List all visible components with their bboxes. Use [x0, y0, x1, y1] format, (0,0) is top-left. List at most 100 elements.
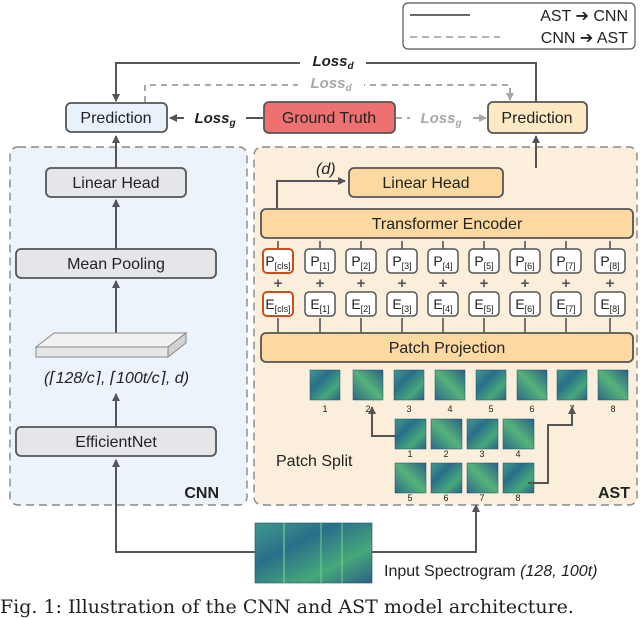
patch-split-arrow-right	[528, 406, 576, 484]
plus-sign: +	[274, 275, 283, 292]
split-patch-number: 3	[479, 449, 484, 459]
spectrogram-patch	[476, 370, 506, 400]
e-token-label: E[4]	[433, 296, 452, 314]
p-token-box	[509, 248, 541, 274]
spectrogram-patch	[467, 463, 498, 493]
input-spectrogram-label: Input Spectrogram (128, 100t)	[384, 563, 597, 580]
spectrogram-patch-border	[516, 369, 548, 401]
patch-projection-box	[260, 332, 634, 363]
plus-sign: +	[606, 275, 615, 292]
p-token-box	[550, 248, 582, 274]
spectrogram-patch	[431, 463, 462, 493]
e-token-label: E[2]	[351, 296, 370, 314]
spectrogram-patch-border	[430, 418, 463, 450]
spectrogram-patch-border	[393, 369, 425, 401]
spectrogram-patch	[431, 419, 462, 449]
e-token-box	[345, 291, 377, 317]
patch-number: 8	[610, 404, 615, 414]
plus-sign: +	[562, 275, 571, 292]
spectrogram-patch	[395, 463, 426, 493]
transformer-encoder-label: Transformer Encoder	[372, 216, 523, 233]
spectrogram-patch-border	[309, 369, 341, 401]
p-token-box	[345, 248, 377, 274]
e-token-box	[427, 291, 459, 317]
p-token-label: P[7]	[556, 253, 575, 271]
e-token-box	[509, 291, 541, 317]
split-patch-number: 5	[407, 493, 412, 503]
e-token-box	[262, 291, 294, 317]
cnn-mean-pooling-label: Mean Pooling	[67, 256, 165, 273]
spectrogram-patch	[503, 419, 534, 449]
cnn-linear-head-box	[45, 167, 187, 198]
spectrogram-patch	[395, 419, 426, 449]
p-token-box	[427, 248, 459, 274]
spectrogram-patch-border	[434, 369, 466, 401]
ast-linear-head-label: Linear Head	[382, 175, 469, 192]
transformer-encoder-box	[260, 208, 634, 239]
cnn-efficientnet-label: EfficientNet	[75, 434, 157, 451]
plus-sign: +	[398, 275, 407, 292]
p-token-box	[262, 248, 294, 274]
split-patch-number: 6	[443, 493, 448, 503]
cnn-prediction-label: Prediction	[80, 110, 151, 127]
ast-panel-label: AST	[598, 485, 630, 502]
spectrogram-patch	[598, 370, 628, 400]
spectrogram-patch	[467, 419, 498, 449]
split-patch-number: 8	[515, 493, 520, 503]
ground-truth-box	[263, 101, 396, 134]
e-token-label: E[6]	[515, 296, 534, 314]
plus-sign: +	[480, 275, 489, 292]
input-spectrogram	[254, 522, 373, 584]
p-token-box	[594, 248, 626, 274]
spectrogram-patch	[517, 370, 547, 400]
patch-number: 5	[488, 404, 493, 414]
loss-d-label: Lossd	[312, 53, 354, 72]
spectrogram-patch-border	[466, 462, 499, 494]
loss-g-dashed-label: Lossg	[420, 110, 461, 129]
p-token-box	[304, 248, 336, 274]
cnn-efficientnet-box	[15, 426, 217, 457]
loss-d-solid: Lossd	[112, 52, 537, 104]
e-token-box	[386, 291, 418, 317]
plus-sign: +	[316, 275, 325, 292]
ast-dim-label: (d)	[316, 161, 336, 178]
spectrogram-patch-border	[394, 462, 427, 494]
split-patch-number: 4	[515, 449, 520, 459]
patch-split-label: Patch Split	[276, 453, 353, 470]
plus-sign: +	[439, 275, 448, 292]
legend: AST ➔ CNN CNN ➔ AST	[402, 2, 636, 50]
e-token-label: E[8]	[600, 296, 619, 314]
loss-g-label: Lossg	[194, 110, 235, 129]
ast-linear-head-box	[348, 167, 504, 198]
e-token-box	[594, 291, 626, 317]
input-to-ast-arrow	[372, 504, 480, 553]
spectrogram-patch-border	[475, 369, 507, 401]
figure-caption: Fig. 1: Illustration of the CNN and AST …	[0, 596, 574, 618]
split-patch-number: 1	[407, 449, 412, 459]
split-patch-number: 7	[479, 493, 484, 503]
cnn-feature-shape: (⌈128/c⌉, ⌈100t/c⌉, d)	[44, 370, 189, 387]
plus-sign: +	[521, 275, 530, 292]
p-token-box	[386, 248, 418, 274]
ground-truth-label: Ground Truth	[282, 110, 376, 127]
loss-d-dashed-label: Lossd	[310, 75, 352, 94]
patch-number: 6	[529, 404, 534, 414]
split-patch-number: 2	[443, 449, 448, 459]
p-token-label: P[2]	[351, 253, 370, 271]
p-token-box	[468, 248, 500, 274]
spectrogram-patch	[310, 370, 340, 400]
spectrogram-patch-border	[502, 462, 535, 494]
legend-cnn-to-ast: CNN ➔ AST	[541, 30, 628, 47]
e-token-box	[468, 291, 500, 317]
spectrogram-patch	[353, 370, 383, 400]
p-token-label: P[cls]	[265, 253, 290, 271]
p-token-label: P[5]	[474, 253, 493, 271]
token-grid: P[cls]+E[cls]P[1]+E[1]P[2]+E[2]P[3]+E[3]…	[262, 241, 626, 333]
cnn-panel-label: CNN	[184, 485, 219, 502]
e-token-label: E[7]	[556, 296, 575, 314]
spectrogram-patch	[503, 463, 534, 493]
spectrogram-patch-border	[352, 369, 384, 401]
plus-sign: +	[357, 275, 366, 292]
spectrogram-patch-border	[430, 462, 463, 494]
ast-prediction-box	[487, 101, 588, 134]
